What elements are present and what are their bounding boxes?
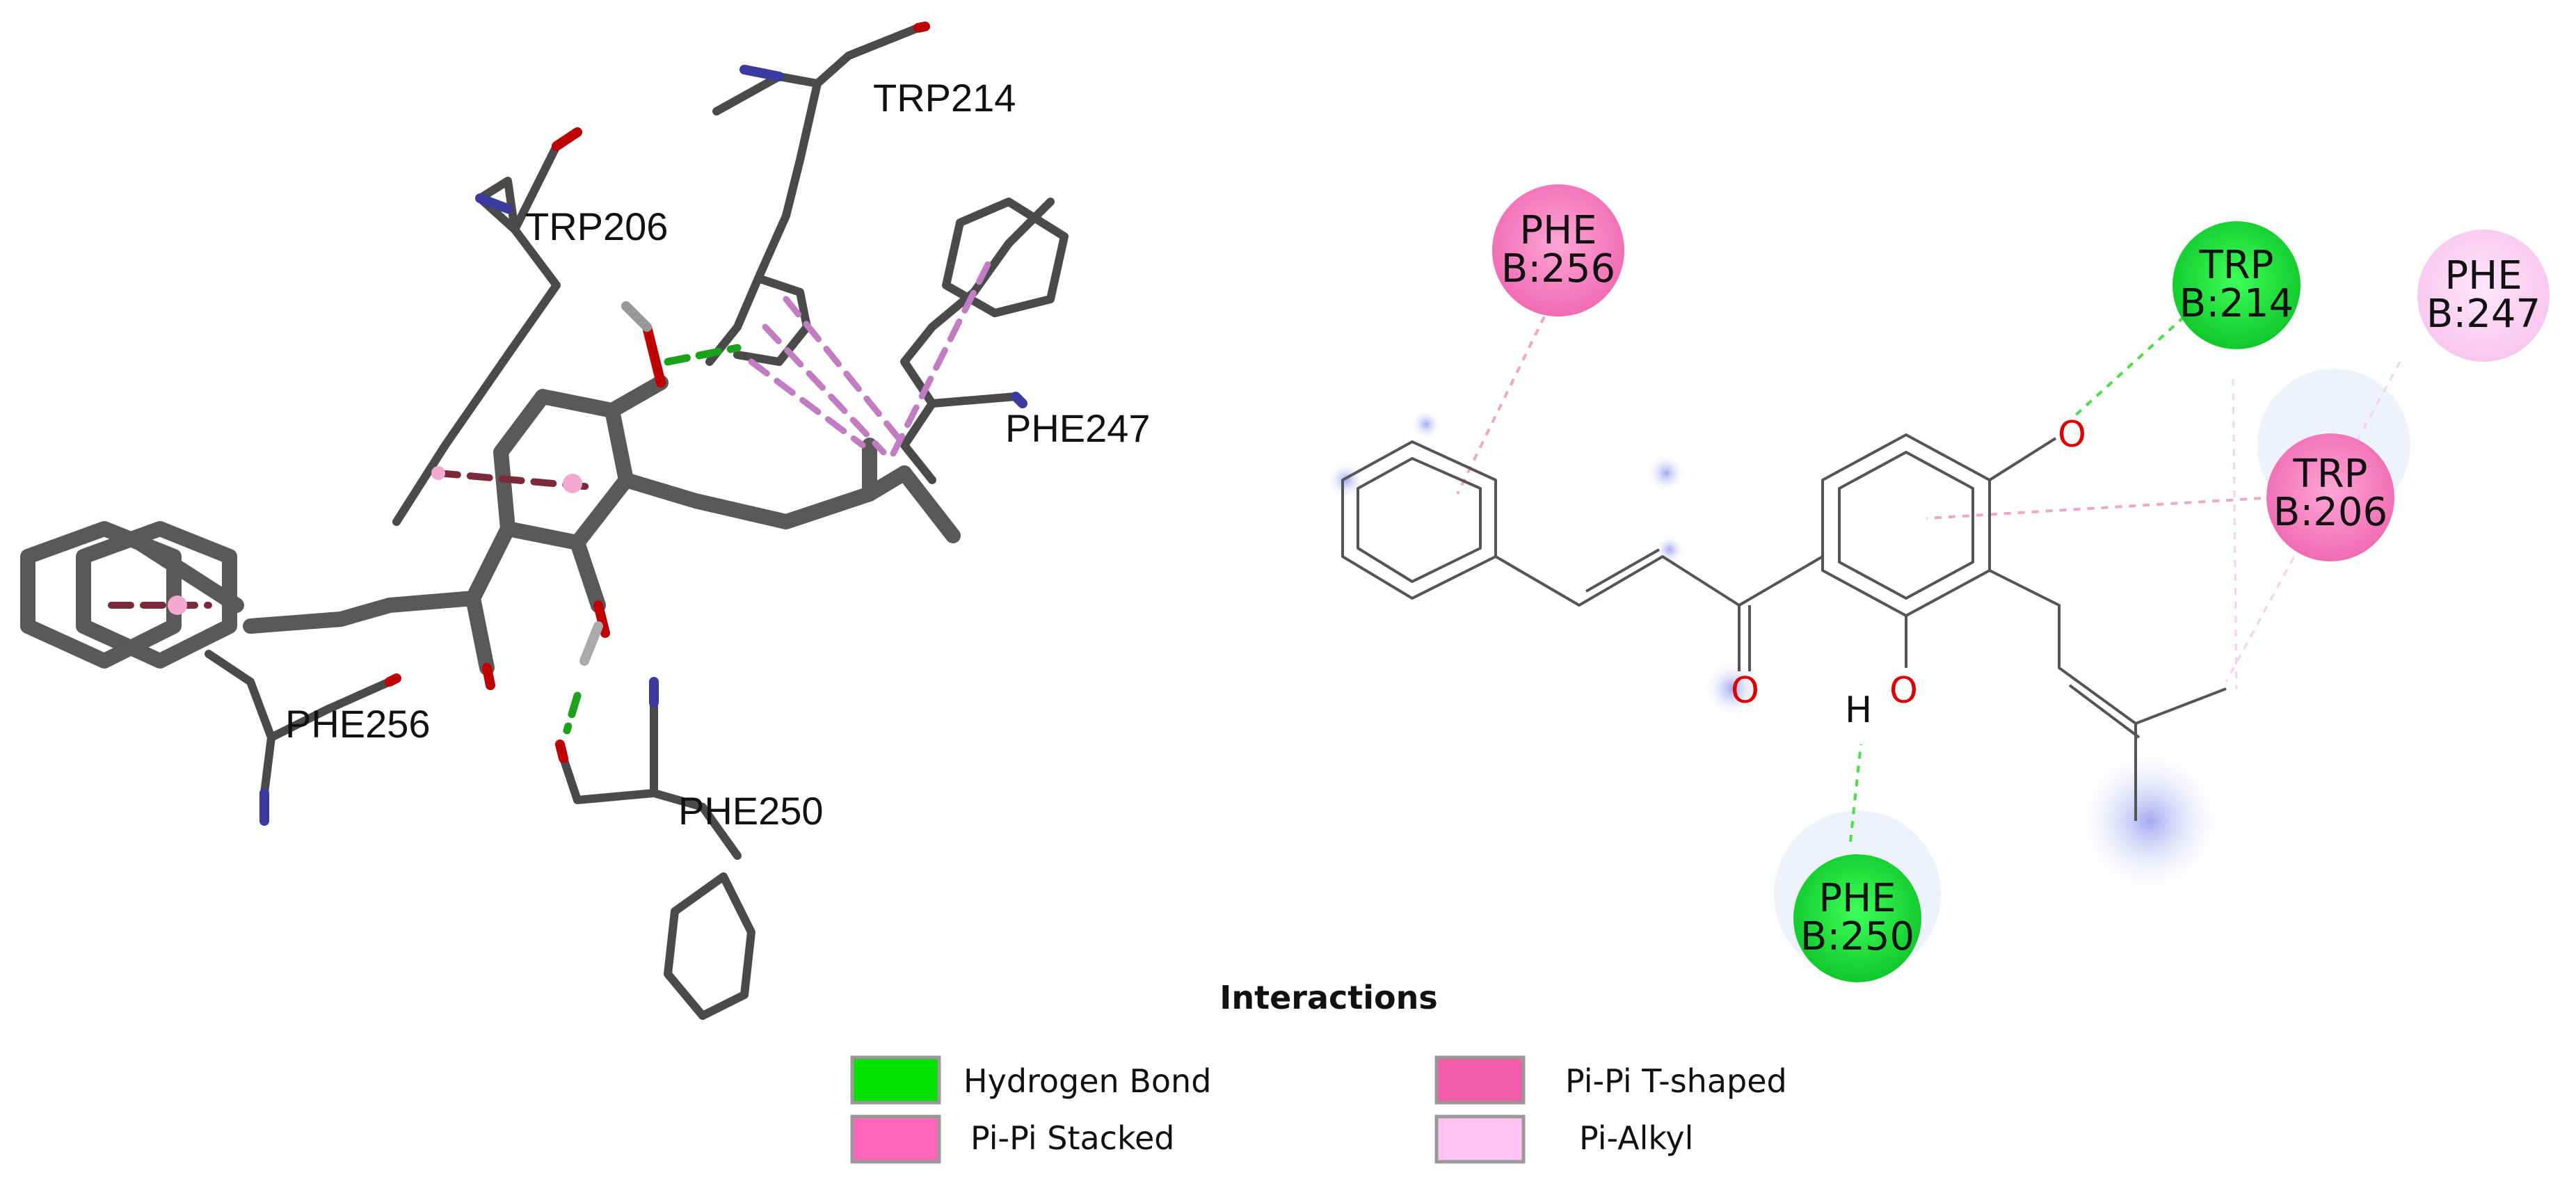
label-trp214: TRP214 xyxy=(873,76,1016,120)
svg-text:B:214: B:214 xyxy=(2179,281,2294,326)
svg-text:PHE: PHE xyxy=(1818,876,1896,921)
svg-text:Pi-Pi Stacked: Pi-Pi Stacked xyxy=(970,1119,1174,1157)
residue-phe-247: PHE B:247 xyxy=(2417,230,2550,362)
svg-text:Hydrogen Bond: Hydrogen Bond xyxy=(963,1062,1211,1100)
atom-oxygen-2: O xyxy=(1889,670,1918,712)
legend-item-hydrogen-bond: Hydrogen Bond xyxy=(850,1055,1211,1105)
atom-oxygen-4: O xyxy=(2058,414,2086,456)
svg-text:Pi-Pi T-shaped: Pi-Pi T-shaped xyxy=(1565,1062,1787,1100)
label-phe250: PHE250 xyxy=(678,789,824,833)
svg-text:B:256: B:256 xyxy=(1501,246,1615,291)
svg-text:Pi-Alkyl: Pi-Alkyl xyxy=(1579,1119,1693,1157)
legend-item-pi-alkyl: Pi-Alkyl xyxy=(1434,1114,1693,1164)
legend-title: Interactions xyxy=(1219,979,1438,1016)
residue-phe-250: PHE B:250 xyxy=(1793,854,1921,982)
residue-trp-214: TRP B:214 xyxy=(2173,221,2301,349)
structure-3d xyxy=(20,22,1069,1020)
svg-text:B:250: B:250 xyxy=(1800,914,1914,959)
svg-text:B:206: B:206 xyxy=(2273,490,2387,535)
residue-trp-206: TRP B:206 xyxy=(2266,433,2394,561)
label-phe247: PHE247 xyxy=(1005,406,1151,450)
legend-item-pi-pi-t-shaped: Pi-Pi T-shaped xyxy=(1434,1055,1787,1105)
svg-text:PHE: PHE xyxy=(2445,253,2522,298)
svg-text:TRP: TRP xyxy=(2199,243,2274,288)
svg-text:TRP: TRP xyxy=(2293,451,2368,497)
legend: Interactions Hydrogen Bond Pi-Pi T-shape… xyxy=(850,979,1787,1164)
legend-item-pi-pi-stacked: Pi-Pi Stacked xyxy=(850,1114,1174,1164)
label-trp206: TRP206 xyxy=(525,205,668,248)
svg-text:B:247: B:247 xyxy=(2426,291,2541,337)
diagram-2d: O O O H PHE B:256 TRP B:214 PHE B:247 TR… xyxy=(1327,184,2550,982)
atom-hydrogen: H xyxy=(1845,689,1872,731)
residue-phe-256: PHE B:256 xyxy=(1492,184,1624,317)
atom-oxygen-carbonyl: O xyxy=(1731,670,1759,712)
svg-text:PHE: PHE xyxy=(1519,208,1597,253)
label-phe256: PHE256 xyxy=(285,702,431,746)
